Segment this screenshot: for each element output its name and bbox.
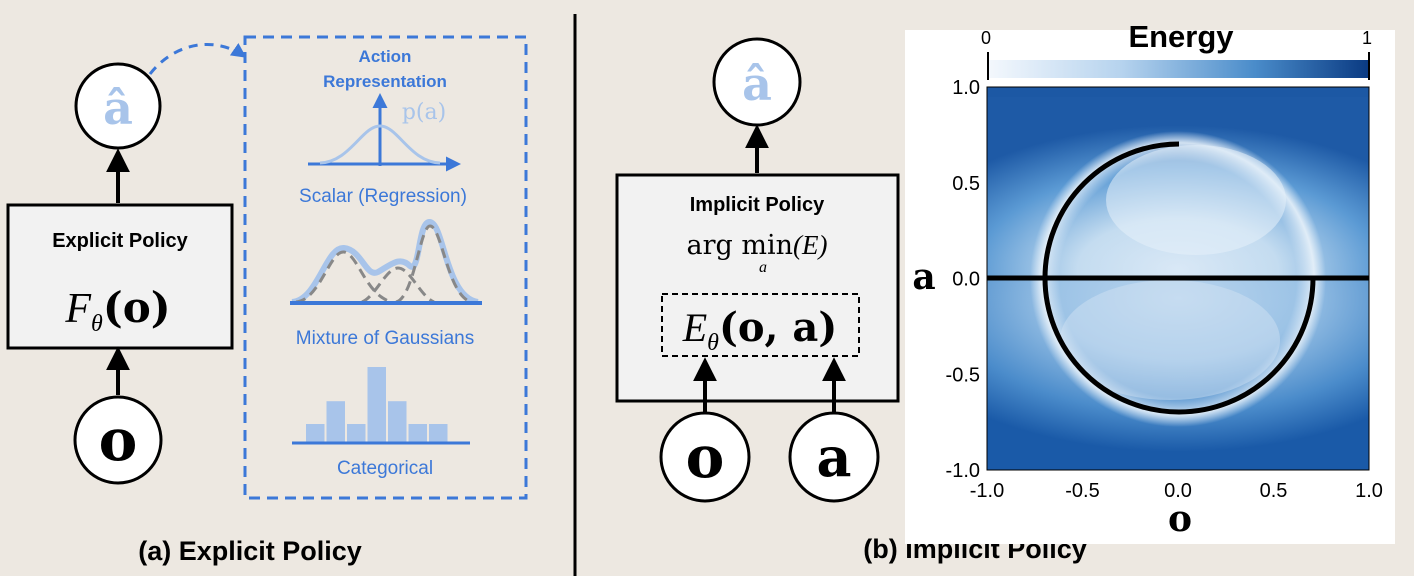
y-tick-label: -0.5: [946, 364, 980, 386]
x-tick-label: 0.0: [1164, 480, 1192, 502]
implicit-input-o-node: [659, 411, 751, 503]
colorbar-label: Energy: [1128, 19, 1234, 54]
y-tick-label: 0.0: [952, 269, 980, 291]
colorbar-max-label: 1: [1362, 28, 1372, 48]
axes-ticks: -1.0 -0.5 0.0 0.5 1.0 1.0 0.5 0.0 -0.5 -1.0: [946, 77, 1383, 502]
categorical-bar: [306, 424, 325, 443]
implicit-policy-box: [615, 173, 900, 403]
dashed-link-arrow: [148, 42, 247, 75]
scalar-gaussian-curve: [319, 124, 441, 165]
argmin-subscript: a: [759, 259, 767, 276]
pa-label: p(a): [402, 100, 446, 125]
implicit-input-o-symbol: o: [686, 423, 725, 491]
categorical-bar: [388, 401, 407, 443]
categorical-label: Categorical: [337, 458, 433, 479]
y-tick-label: 0.5: [952, 173, 980, 195]
mog-envelope-curve: [291, 219, 479, 305]
a-hat-symbol: â: [103, 81, 133, 135]
argmin-expression: arg min(E): [687, 230, 828, 261]
explicit-policy-formula: Fθ(o): [64, 283, 170, 337]
action-repr-title-line2: Representation: [323, 72, 447, 91]
categorical-bar: [429, 424, 448, 443]
y-axis-label: a: [912, 256, 935, 298]
colorbar: [988, 60, 1369, 78]
action-repr-title-line1: Action: [359, 47, 412, 66]
input-o-node: [73, 395, 163, 485]
mog-component-1: [295, 250, 393, 304]
scalar-label: Scalar (Regression): [299, 186, 467, 207]
x-tick-label: -1.0: [970, 480, 1004, 502]
x-tick-label: 0.5: [1260, 480, 1288, 502]
y-tick-label: -1.0: [946, 460, 980, 482]
colorbar-min-label: 0: [981, 28, 991, 48]
energy-function-formula: Eθ(o, a): [682, 304, 838, 356]
x-axis-label: o: [1168, 498, 1192, 540]
x-tick-label: 1.0: [1355, 480, 1383, 502]
categorical-bar: [347, 424, 366, 443]
mog-component-2: [361, 266, 435, 304]
categorical-bar: [408, 424, 427, 443]
output-a-hat-node: [74, 62, 162, 150]
mog-component-3: [395, 224, 473, 304]
categorical-bars: [306, 367, 448, 443]
implicit-input-a-node: [788, 411, 880, 503]
mog-label: Mixture of Gaussians: [296, 328, 474, 349]
categorical-bar: [367, 367, 386, 443]
action-representation-box: [243, 35, 528, 500]
explicit-policy-title: Explicit Policy: [52, 230, 188, 252]
caption-explicit: (a) Explicit Policy: [138, 536, 362, 566]
y-tick-label: 1.0: [952, 77, 980, 99]
categorical-bar: [326, 401, 345, 443]
overlay-arc: [1042, 141, 1316, 415]
x-tick-label: -0.5: [1065, 480, 1099, 502]
explicit-policy-box: [6, 203, 234, 350]
implicit-input-a-symbol: a: [817, 425, 852, 489]
implicit-a-hat-symbol: â: [742, 57, 772, 111]
implicit-policy-title: Implicit Policy: [690, 194, 825, 216]
input-o-symbol: o: [99, 406, 138, 474]
